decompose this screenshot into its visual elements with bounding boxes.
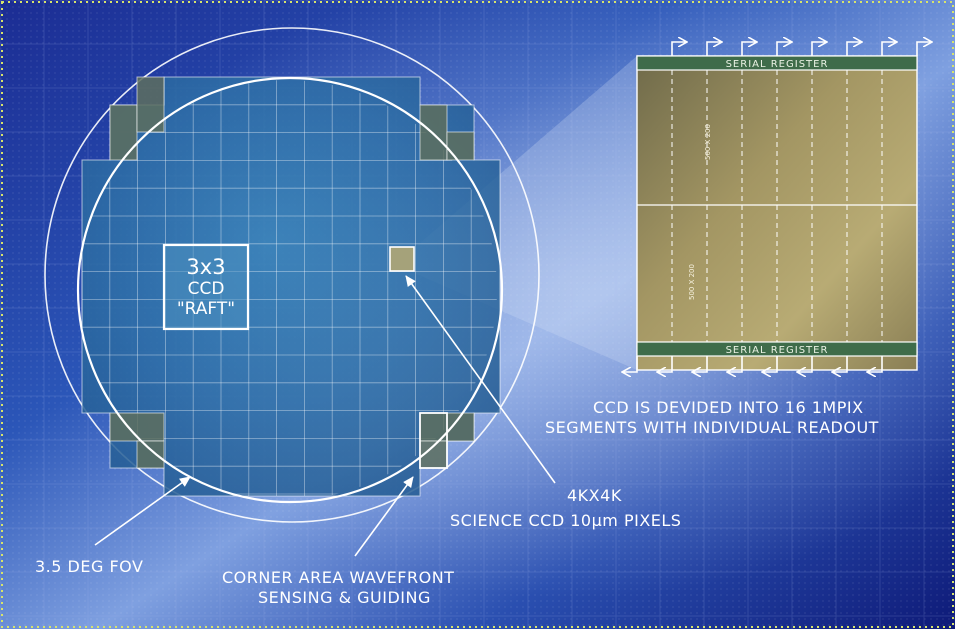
readout-arrow-top — [916, 42, 931, 56]
ccd-pointer — [405, 275, 556, 484]
fov-inner-circle — [76, 76, 504, 504]
readout-arrow-top — [811, 42, 826, 56]
readout-arrow-top — [741, 42, 756, 56]
corner-pointer — [354, 476, 414, 557]
fov-outer-circle — [44, 27, 540, 523]
readout-arrow-bottom — [693, 356, 708, 372]
readout-arrow-bottom — [623, 356, 638, 372]
segment-size-upper: 500 X 200 — [704, 124, 712, 160]
segment-dividers — [671, 70, 883, 342]
fov-pointer — [94, 476, 191, 546]
focal-plane-grid — [76, 76, 504, 504]
sensor-area — [81, 76, 501, 497]
segment-size-lower: 500 X 200 — [688, 264, 696, 300]
ccd-caption-line-2: SEGMENTS WITH INDIVIDUAL READOUT — [545, 418, 879, 437]
readout-arrow-bottom — [798, 356, 813, 372]
science-ccd-square — [389, 246, 415, 272]
corner-sensor-top-left — [109, 104, 138, 161]
readout-arrow-bottom — [658, 356, 673, 372]
readout-arrow-top — [846, 42, 861, 56]
bottom-serial-register-label: SERIAL REGISTER — [726, 345, 829, 356]
fov-label: 3.5 DEG FOV — [35, 557, 143, 576]
top-readout-arrows — [671, 42, 931, 56]
corner-sensor-top-left-b — [136, 76, 165, 133]
corner-label-line-2: SENSING & GUIDING — [258, 588, 431, 607]
ccd-detail-panel: SERIAL REGISTER SERIAL REGISTER 500 X 20… — [623, 42, 931, 372]
readout-arrow-top — [881, 42, 896, 56]
readout-arrow-bottom — [868, 356, 883, 372]
top-serial-register-label: SERIAL REGISTER — [726, 59, 829, 70]
raft-label-line-3: "RAFT" — [177, 299, 235, 319]
readout-arrow-top — [706, 42, 721, 56]
raft-box: 3x3 CCD "RAFT" — [162, 243, 250, 331]
corner-sensors — [109, 76, 475, 469]
corner-label-line-1: CORNER AREA WAVEFRONT — [222, 568, 454, 587]
readout-arrow-top — [671, 42, 686, 56]
readout-arrow-bottom — [833, 356, 848, 372]
readout-arrow-bottom — [763, 356, 778, 372]
corner-sensor-top-right-b — [446, 131, 475, 161]
raft-label-line-1: 3x3 — [186, 255, 225, 279]
raft-label-line-2: CCD — [188, 279, 225, 299]
wavefront-sensor-highlight — [419, 412, 448, 469]
science-ccd-label-line-2: SCIENCE CCD 10μm PIXELS — [450, 511, 681, 530]
science-ccd-label-line-1: 4KX4K — [567, 486, 622, 505]
bottom-readout-arrows — [623, 356, 883, 372]
readout-arrow-top — [776, 42, 791, 56]
corner-sensor-bottom-left-b — [136, 440, 165, 469]
ccd-caption-line-1: CCD IS DEVIDED INTO 16 1MPIX — [593, 398, 864, 417]
readout-arrow-bottom — [728, 356, 743, 372]
